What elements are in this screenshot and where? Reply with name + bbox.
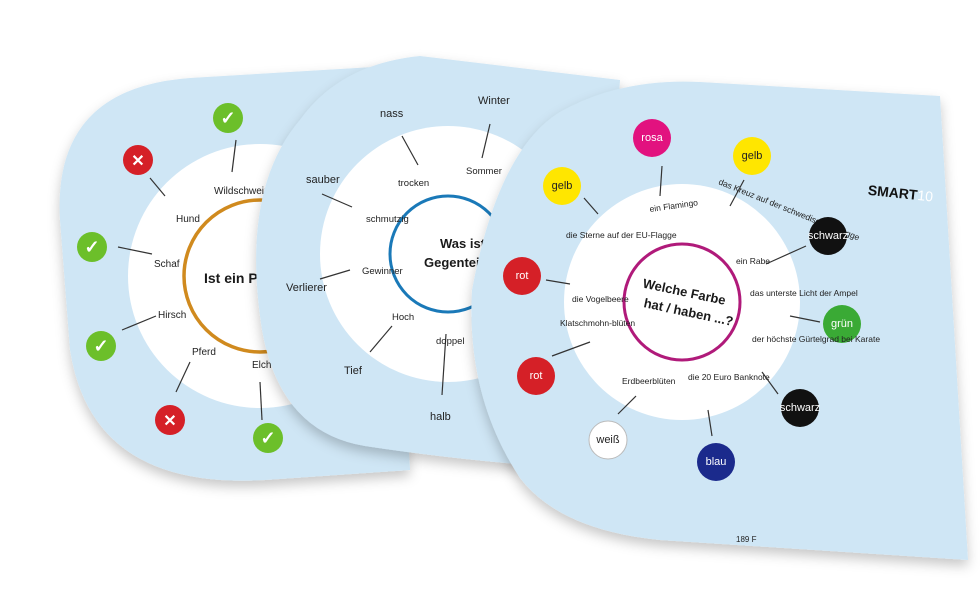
- color-chip-circle: [588, 420, 628, 460]
- svg-text:✓: ✓: [220, 108, 235, 128]
- card2-inner-answer: Sommer: [466, 166, 502, 177]
- card1-answer: Wildschwein: [214, 186, 270, 197]
- color-chip-label: rot: [516, 270, 529, 282]
- card1-answer: Elch: [252, 360, 271, 371]
- color-prompt-label: das unterste Licht der Ampel: [750, 288, 858, 298]
- color-chip-circle: [733, 137, 771, 175]
- connector-line: [659, 165, 663, 197]
- check-icon: [213, 103, 243, 133]
- card2-outer-answer: sauber: [306, 174, 340, 186]
- color-chip-label: weiß: [595, 434, 620, 446]
- connector-line: [789, 315, 821, 323]
- color-chip-circle: [781, 389, 819, 427]
- card2-inner-answer: schmutzig: [366, 214, 409, 225]
- color-prompt-label: die Vogelbeere: [572, 294, 629, 304]
- card2-inner-answer: trocken: [398, 178, 429, 189]
- card2-outer-answer: Verlierer: [286, 282, 327, 294]
- color-answer-chip[interactable]: schwarz: [780, 389, 820, 427]
- color-answer-chip[interactable]: weiß: [588, 420, 628, 460]
- connector-line: [765, 245, 807, 265]
- color-chip-label: schwarz: [808, 230, 848, 242]
- cross-icon: [123, 145, 153, 175]
- card2-inner-answer: Hoch: [392, 312, 414, 323]
- color-chip-label: rosa: [641, 132, 663, 144]
- color-answer-chip[interactable]: rosa: [633, 119, 671, 157]
- color-chip-circle: [809, 217, 847, 255]
- card2-inner-answer: doppel: [436, 336, 465, 347]
- color-answer-chip[interactable]: gelb: [733, 137, 771, 175]
- check-icon: [77, 232, 107, 262]
- color-chip-label: rot: [530, 370, 543, 382]
- color-chip-circle: [543, 167, 581, 205]
- connector-line: [761, 371, 779, 395]
- card1-marker[interactable]: ✓: [77, 232, 107, 262]
- color-prompt-label: die Sterne auf der EU-Flagge: [566, 230, 677, 240]
- card1-marker[interactable]: ✕: [155, 405, 185, 435]
- svg-text:✕: ✕: [163, 413, 176, 430]
- card-number: 189 F: [736, 535, 757, 544]
- color-chip-circle: [517, 357, 555, 395]
- color-prompt-label: der höchste Gürtelgrad bei Karate: [752, 334, 880, 344]
- svg-text:✓: ✓: [84, 237, 99, 257]
- color-chip-circle: [823, 305, 861, 343]
- color-prompt-label: ein Rabe: [736, 256, 770, 266]
- color-answer-chip[interactable]: rot: [517, 357, 555, 395]
- card2-inner-answer: Gewinner: [362, 266, 403, 277]
- card2-outer-answer: Winter: [478, 95, 510, 107]
- color-chip-circle: [633, 119, 671, 157]
- connector-line: [707, 409, 713, 437]
- color-chip-label: gelb: [742, 150, 763, 162]
- card1-answer: Schaf: [154, 259, 180, 270]
- color-answer-chip[interactable]: rot: [503, 257, 541, 295]
- card1-marker[interactable]: ✓: [213, 103, 243, 133]
- svg-text:✓: ✓: [260, 428, 275, 448]
- card1-marker[interactable]: ✓: [253, 423, 283, 453]
- connector-line: [545, 279, 571, 285]
- cross-icon: [155, 405, 185, 435]
- card2-outer-answer: Tief: [344, 365, 363, 377]
- connector-line: [583, 197, 599, 215]
- card-color-question[interactable]: Welche Farbe hat / haben ...? SMART10 ro…: [471, 81, 968, 560]
- color-prompt-label: die 20 Euro Banknote: [688, 372, 770, 382]
- color-answer-chip[interactable]: schwarz: [808, 217, 848, 255]
- brand-logo: SMART10: [867, 182, 934, 205]
- connector-line: [551, 341, 591, 357]
- card2-outer-answer: halb: [430, 411, 451, 423]
- color-answer-chip[interactable]: blau: [697, 443, 735, 481]
- card1-answer: Pferd: [192, 347, 216, 358]
- color-chip-label: schwarz: [780, 402, 820, 414]
- card3-question-ring: [622, 242, 742, 362]
- color-chip-label: grün: [831, 318, 853, 330]
- color-chip-circle: [503, 257, 541, 295]
- color-prompt-label: Klatschmohn-blüten: [560, 318, 635, 328]
- color-chip-circle: [697, 443, 735, 481]
- card1-answer: Hirsch: [158, 310, 186, 321]
- color-answer-chip[interactable]: grün: [823, 305, 861, 343]
- connector-line: [729, 179, 745, 207]
- card2-outer-answer: nass: [380, 108, 404, 120]
- color-answer-chip[interactable]: gelb: [543, 167, 581, 205]
- connector-line: [617, 395, 637, 415]
- color-chip-label: gelb: [552, 180, 573, 192]
- check-icon: [86, 331, 116, 361]
- svg-text:✓: ✓: [93, 336, 108, 356]
- svg-text:✕: ✕: [131, 153, 144, 170]
- color-chip-label: blau: [706, 456, 727, 468]
- check-icon: [253, 423, 283, 453]
- card1-marker[interactable]: ✕: [123, 145, 153, 175]
- card1-marker[interactable]: ✓: [86, 331, 116, 361]
- card1-answer: Hund: [176, 214, 200, 225]
- color-prompt-label: Erdbeerblüten: [622, 376, 676, 386]
